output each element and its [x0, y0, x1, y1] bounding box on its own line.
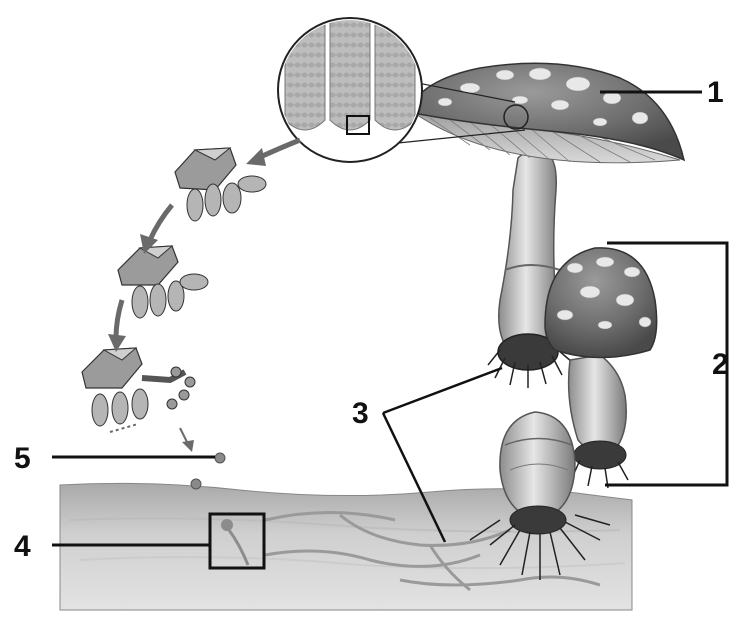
label-4: 4 — [14, 530, 31, 563]
basidium-stage-2 — [118, 246, 208, 318]
label-2: 2 — [712, 348, 729, 381]
basidium-stage-3 — [82, 348, 195, 426]
label-5: 5 — [14, 442, 31, 475]
label-1: 1 — [707, 76, 724, 109]
label-3: 3 — [352, 397, 369, 430]
